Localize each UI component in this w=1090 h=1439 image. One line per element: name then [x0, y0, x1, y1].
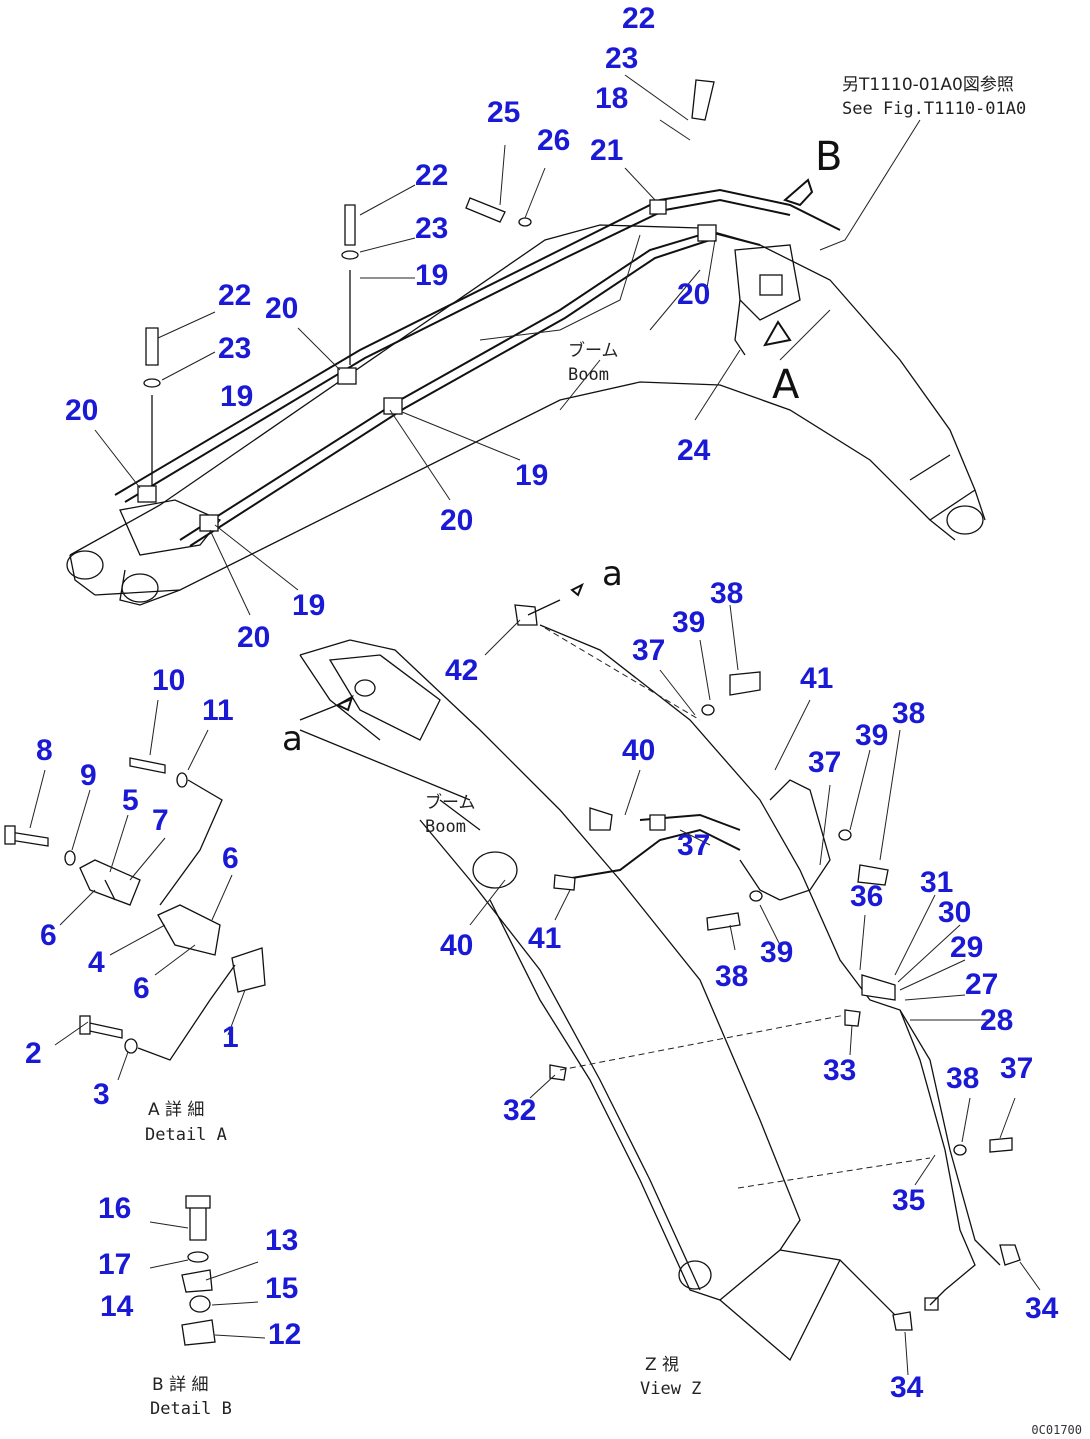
callout-40: 40	[440, 929, 473, 962]
ref-note-jp: 另T1110-01A0図参照	[842, 75, 1014, 95]
callout-19: 19	[220, 380, 253, 413]
callout-40: 40	[622, 734, 655, 767]
callout-3: 3	[93, 1078, 110, 1111]
callout-17: 17	[98, 1248, 131, 1281]
callout-38: 38	[710, 577, 743, 610]
callout-34: 34	[890, 1371, 924, 1404]
callout-35: 35	[892, 1184, 925, 1217]
callout-19: 19	[292, 589, 325, 622]
callout-33: 33	[823, 1054, 856, 1087]
detail-a-drawing	[4, 757, 266, 1061]
boom-label-en: Boom	[568, 365, 609, 385]
callout-19: 19	[415, 259, 448, 292]
callout-4: 4	[88, 946, 105, 979]
callout-38: 38	[715, 960, 748, 993]
callout-6: 6	[40, 919, 57, 952]
section-letter-a-1: a	[602, 554, 623, 594]
callout-20: 20	[440, 504, 473, 537]
callout-5: 5	[122, 784, 139, 817]
callout-42: 42	[445, 654, 478, 687]
view-letter-a: A	[772, 362, 800, 408]
callout-12: 12	[268, 1318, 301, 1351]
callout-30: 30	[938, 896, 971, 929]
callout-6: 6	[222, 842, 239, 875]
section-letter-a-2: a	[282, 719, 303, 759]
callout-20: 20	[65, 394, 98, 427]
upper-leaders	[94, 74, 741, 616]
callout-23: 23	[415, 212, 448, 245]
callout-18: 18	[595, 82, 628, 115]
callout-23: 23	[605, 42, 638, 75]
callout-16: 16	[98, 1192, 131, 1225]
callout-11: 11	[202, 694, 234, 727]
callout-23: 23	[218, 332, 251, 365]
callout-7: 7	[152, 804, 169, 837]
boom-label-jp: ブーム	[568, 340, 619, 361]
detail-a-title-jp: A 詳 細	[148, 1100, 204, 1120]
callout-13: 13	[265, 1224, 298, 1257]
callout-37: 37	[1000, 1052, 1033, 1085]
view-z-leaders	[469, 604, 1041, 1376]
callout-1: 1	[222, 1021, 239, 1054]
callout-29: 29	[950, 931, 983, 964]
callout-2: 2	[25, 1037, 42, 1070]
callout-37: 37	[808, 746, 841, 779]
callout-28: 28	[980, 1004, 1013, 1037]
callout-38: 38	[892, 697, 925, 730]
view-letter-b: B	[815, 134, 842, 180]
callout-39: 39	[760, 936, 793, 969]
boom2-label-jp: ブーム	[425, 792, 476, 813]
callout-20: 20	[677, 278, 710, 311]
callout-8: 8	[36, 734, 53, 767]
callout-14: 14	[100, 1290, 134, 1323]
callout-9: 9	[80, 759, 97, 792]
boom2-label-en: Boom	[425, 817, 466, 837]
callout-31: 31	[920, 866, 953, 899]
callout-22: 22	[218, 279, 251, 312]
callout-36: 36	[850, 880, 883, 913]
annotations: 另T1110-01A0図参照 See Fig.T1110-01A0 B A ブー…	[145, 75, 1082, 1437]
callout-20: 20	[237, 621, 270, 654]
callout-39: 39	[672, 606, 705, 639]
callout-27: 27	[965, 968, 998, 1001]
callout-22: 22	[622, 2, 655, 35]
detail-b-title-en: Detail B	[150, 1399, 232, 1419]
callout-24: 24	[677, 434, 711, 467]
detail-b-drawing	[181, 1195, 216, 1346]
detail-a-leaders	[29, 699, 246, 1081]
upper-boom-drawing	[66, 79, 986, 606]
callout-20: 20	[265, 292, 298, 325]
ref-note-en: See Fig.T1110-01A0	[842, 99, 1026, 119]
callout-34: 34	[1025, 1292, 1059, 1325]
callout-37: 37	[677, 829, 710, 862]
callout-10: 10	[152, 664, 185, 697]
callout-39: 39	[855, 719, 888, 752]
callout-41: 41	[800, 662, 833, 695]
detail-b-leaders	[149, 1221, 266, 1339]
callout-6: 6	[133, 972, 150, 1005]
callout-25: 25	[487, 96, 520, 129]
drawing-code: 0C01700	[1031, 1423, 1082, 1437]
callout-15: 15	[265, 1272, 298, 1305]
callout-38: 38	[946, 1062, 979, 1095]
callout-19: 19	[515, 459, 548, 492]
view-z-title-en: View Z	[640, 1379, 701, 1399]
callout-21: 21	[590, 134, 623, 167]
detail-a-title-en: Detail A	[145, 1125, 227, 1145]
callout-32: 32	[503, 1094, 536, 1127]
view-z-title-jp: Z 視	[645, 1355, 679, 1375]
callout-26: 26	[537, 124, 570, 157]
view-z-drawing	[299, 582, 1021, 1362]
callout-41: 41	[528, 922, 561, 955]
callout-22: 22	[415, 159, 448, 192]
callout-37: 37	[632, 634, 665, 667]
detail-b-title-jp: B 詳 細	[152, 1375, 208, 1395]
